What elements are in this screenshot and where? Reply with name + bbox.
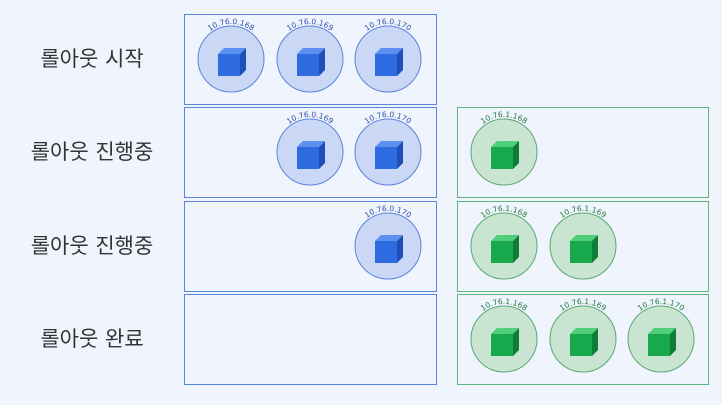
old-pod: 10.76.0.170 [354,204,422,280]
new-pod: 10.76.1.169 [549,204,617,280]
old-pod: 10.76.0.170 [354,110,422,186]
old-replicaset-box [184,107,437,198]
old-pod: 10.76.0.170 [354,17,422,93]
old-replicaset-box [184,294,437,385]
cube-icon [570,328,598,356]
new-replicaset-box [457,107,709,198]
new-pod: 10.76.1.170 [627,297,695,373]
new-pod: 10.76.1.168 [470,297,538,373]
row-label: 롤아웃 시작 [40,47,143,71]
cube-icon [491,328,519,356]
cube-icon [218,48,246,76]
row-label: 롤아웃 완료 [40,327,143,351]
new-replicaset-box [457,294,709,385]
cube-icon [297,141,325,169]
cube-icon [491,235,519,263]
cube-icon [648,328,676,356]
old-replicaset-box [184,14,437,105]
old-pod: 10.76.0.169 [276,110,344,186]
new-pod: 10.76.1.168 [470,110,538,186]
cube-icon [570,235,598,263]
cube-icon [491,141,519,169]
row-label: 롤아웃 진행중 [31,234,154,258]
cube-icon [375,48,403,76]
new-replicaset-box [457,201,709,292]
old-pod: 10.76.0.168 [197,17,265,93]
cube-icon [375,141,403,169]
old-pod: 10.76.0.169 [276,17,344,93]
old-replicaset-box [184,201,437,292]
new-pod: 10.76.1.168 [470,204,538,280]
cube-icon [375,235,403,263]
row-label: 롤아웃 진행중 [31,140,154,164]
cube-icon [297,48,325,76]
new-pod: 10.76.1.169 [549,297,617,373]
